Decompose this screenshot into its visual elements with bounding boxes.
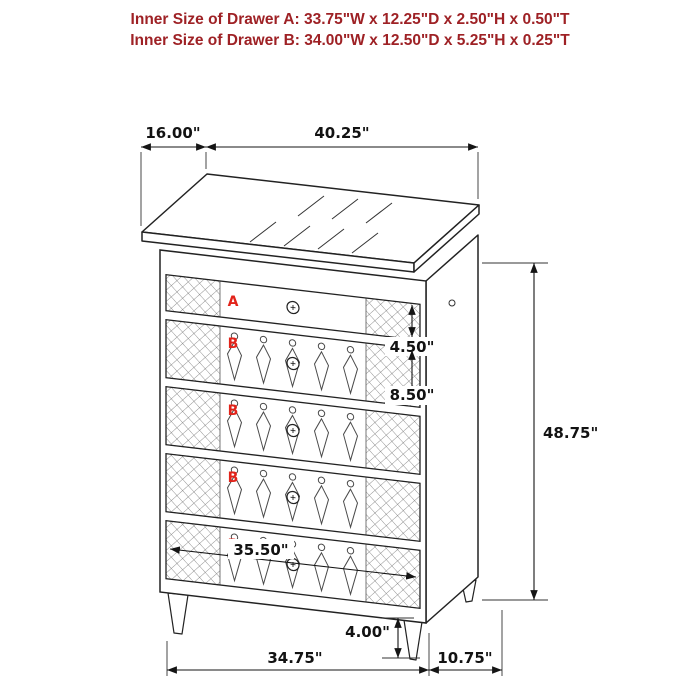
header-line-drawer-a: Inner Size of Drawer A: 33.75"W x 12.25"… xyxy=(130,11,570,28)
dim-top-width-label: 40.25" xyxy=(314,124,369,142)
chest-body xyxy=(159,249,427,624)
marker-drawer-b1: B xyxy=(228,336,239,352)
dim-overall-height: 48.75" xyxy=(482,262,598,601)
dim-leg-height-label: 4.00" xyxy=(345,623,390,641)
front-right-leg xyxy=(403,619,423,661)
dim-drawer-a-height: 4.50" xyxy=(385,305,439,356)
marker-drawer-a: A xyxy=(228,294,239,310)
dim-drawer-a-height-label: 4.50" xyxy=(390,338,435,356)
label-box xyxy=(385,386,439,405)
side-detail xyxy=(448,299,456,307)
header-line-drawer-b: Inner Size of Drawer B: 34.00"W x 12.50"… xyxy=(130,32,570,49)
label-box xyxy=(228,539,294,559)
chest-top xyxy=(141,173,480,273)
dim-drawer-b-height-label: 8.50" xyxy=(390,386,435,404)
side-panel xyxy=(425,234,479,624)
marker-drawer-b3: B xyxy=(228,470,239,486)
drawer-b3-knob xyxy=(286,490,300,505)
dimension-arrow xyxy=(169,546,417,580)
header: Inner Size of Drawer A: 33.75"W x 12.25"… xyxy=(0,9,700,51)
drawer-b3 xyxy=(165,452,421,543)
dim-drawer-b-height: 8.50" xyxy=(385,350,439,405)
dim-overall-height-label: 48.75" xyxy=(543,424,598,442)
dim-base-depth: 10.75" xyxy=(429,610,503,676)
dim-top-width: 40.25" xyxy=(206,124,479,199)
label-box xyxy=(385,337,439,356)
drawer-b2 xyxy=(165,385,421,476)
marker-drawer-b2: B xyxy=(228,403,239,419)
dim-leg-height: 4.00" xyxy=(345,617,420,659)
dim-top-depth: 16.00" xyxy=(140,124,207,226)
dimension-annotations: 16.00" 40.25" 48.75" 4.50" xyxy=(140,124,598,676)
dim-drawer-inner-width: 35.50" xyxy=(169,539,417,580)
drawer-b1-knob xyxy=(286,356,300,371)
front-left-leg xyxy=(167,592,189,635)
dim-base-depth-label: 10.75" xyxy=(437,649,492,667)
drawer-a-knob xyxy=(286,300,300,315)
chest-drawing: A B B B B xyxy=(141,173,480,661)
drawer-a xyxy=(165,273,421,342)
top-grain-marks xyxy=(249,195,393,254)
dim-top-depth-label: 16.00" xyxy=(145,124,200,142)
dim-base-width-label: 34.75" xyxy=(267,649,322,667)
dim-drawer-inner-width-label: 35.50" xyxy=(233,541,288,559)
drawer-b2-knob xyxy=(286,423,300,438)
